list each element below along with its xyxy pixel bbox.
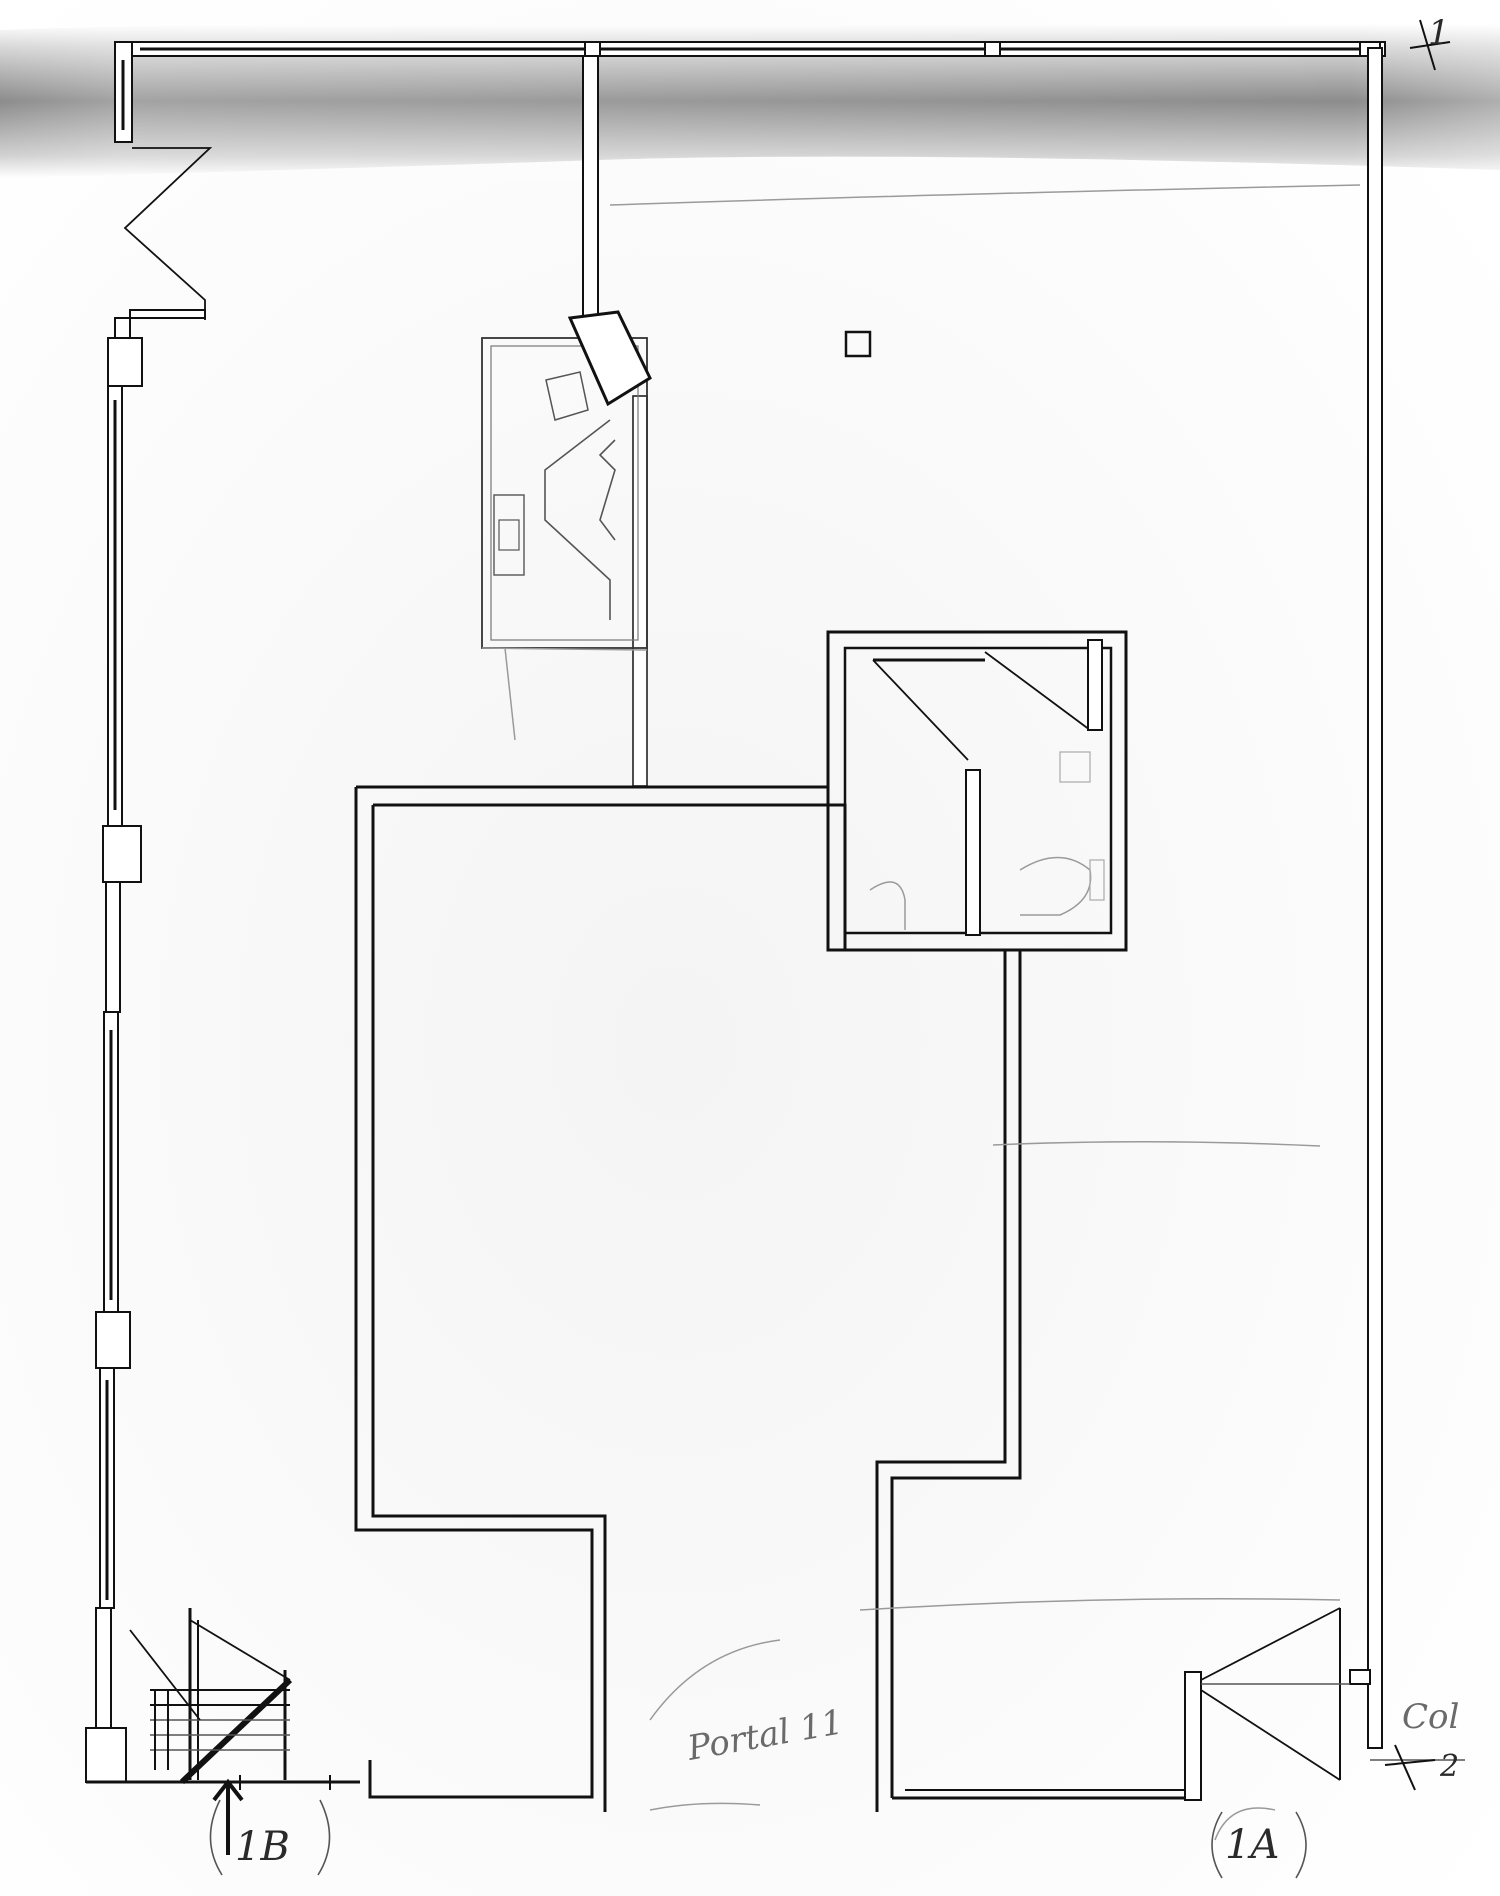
section-mark-bottom-label: 2 — [1439, 1749, 1459, 1784]
entrance-1b-label: 1B — [235, 1824, 290, 1870]
structural-column — [844, 330, 872, 358]
left-facade-wall — [85, 317, 360, 1784]
bathroom-block — [826, 630, 1128, 952]
column-note-label: Col — [1402, 1697, 1459, 1737]
right-exterior-wall — [1349, 47, 1465, 1761]
section-mark-top-label: 1 — [1428, 13, 1450, 53]
entrance-1a-bracket-right — [1295, 1811, 1307, 1879]
section-marker-top — [1409, 19, 1451, 71]
entrance-1b-bracket — [209, 1799, 223, 1876]
entrance-arrow — [212, 1778, 244, 1855]
kitchen-block — [481, 310, 652, 741]
top-left-entry-door — [114, 41, 213, 320]
entrance-1a-bracket — [1211, 1811, 1223, 1879]
scan-shadow-band — [0, 20, 1500, 180]
section-marker-bottom — [1384, 1744, 1436, 1791]
top-facade-wall — [114, 41, 1386, 57]
entrance-1b-bracket-right — [317, 1799, 331, 1876]
entrance-1a-label: 1A — [1225, 1822, 1279, 1868]
pencil-guide-lines — [609, 184, 1361, 1841]
staircase — [129, 1608, 331, 1790]
bottom-right-wall — [892, 1607, 1350, 1801]
